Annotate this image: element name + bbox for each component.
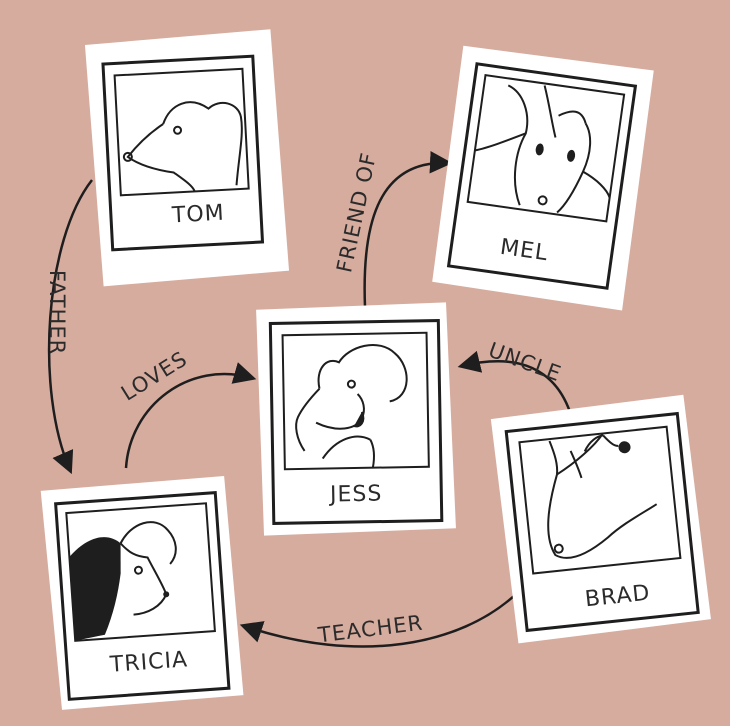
arrow-teacher <box>239 594 516 648</box>
relation-label-father: FATHER <box>45 269 70 356</box>
card-name-jess: JESS <box>329 481 383 508</box>
arrow-friend-of <box>363 151 453 308</box>
horse-face-icon <box>547 432 658 559</box>
mouse-face-icon <box>122 101 243 192</box>
card-tricia <box>40 475 244 710</box>
card-name-tricia: TRICIA <box>109 647 189 678</box>
card-jess <box>256 302 456 536</box>
arrow-uncle <box>457 350 572 413</box>
card-tom <box>84 29 290 287</box>
card-mel <box>432 45 654 311</box>
arrow-loves <box>124 362 257 469</box>
arrow-father <box>47 179 93 475</box>
card-brad <box>490 394 711 644</box>
card-name-tom: TOM <box>171 200 226 229</box>
dog-face-icon <box>474 84 611 214</box>
dog-face-icon <box>69 521 177 641</box>
mouse-face-icon <box>295 344 408 468</box>
